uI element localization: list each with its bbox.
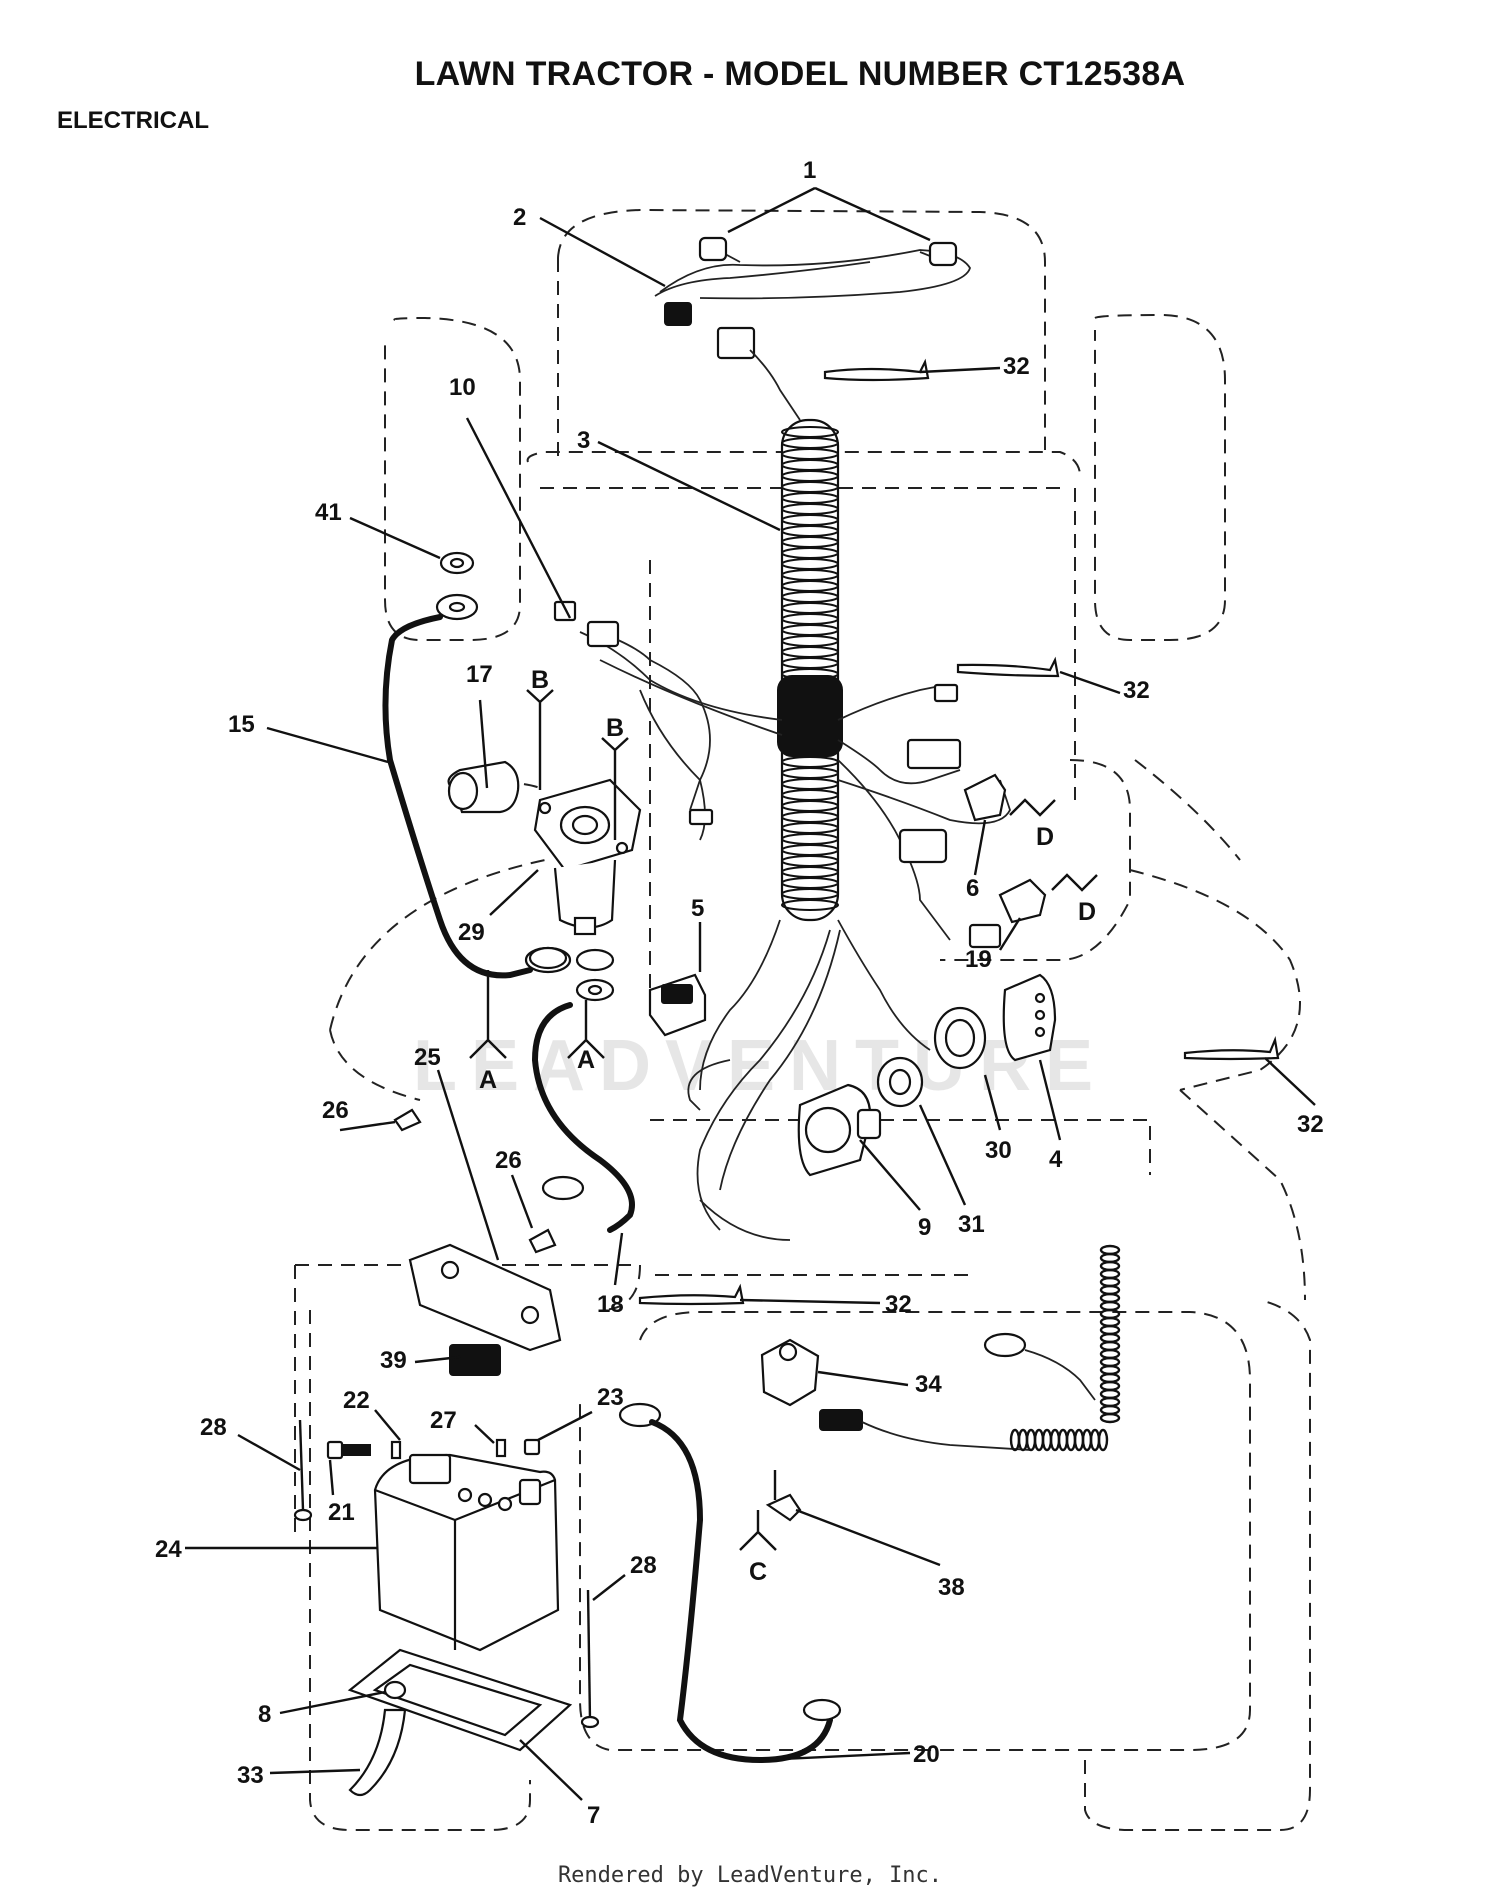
headlight-bulb-right <box>928 241 958 267</box>
callout-23: 23 <box>597 1384 624 1411</box>
callout-19: 19 <box>965 946 992 973</box>
callout-labels: 1 2 32 10 3 41 17 15 32 29 6 5 19 25 26 … <box>155 157 1324 1829</box>
wing-nut-26a <box>393 1108 422 1132</box>
drain-fitting <box>383 1680 407 1700</box>
harness-plug <box>716 326 756 360</box>
callout-26b: 26 <box>495 1147 522 1174</box>
callout-32b: 32 <box>1123 677 1150 704</box>
ref-b-1: B <box>531 666 549 694</box>
callout-32c: 32 <box>1297 1111 1324 1138</box>
cable-ring-terminal-18 <box>541 1175 585 1201</box>
harness-connector-c <box>688 808 714 826</box>
callout-24: 24 <box>155 1536 182 1563</box>
ref-d-2: D <box>1078 898 1096 926</box>
callout-26a: 26 <box>322 1097 349 1124</box>
drain-hose <box>348 1708 407 1797</box>
callout-4: 4 <box>1049 1146 1063 1173</box>
battery-assembly <box>293 1344 600 1797</box>
ignition-switch <box>797 1006 987 1177</box>
harness-connector-d <box>968 923 1002 949</box>
headlight-harness <box>654 236 971 360</box>
callout-38: 38 <box>938 1574 965 1601</box>
callout-33: 33 <box>237 1762 264 1789</box>
ref-c: C <box>749 1558 767 1586</box>
interlock-switch-19 <box>998 878 1047 924</box>
callout-6: 6 <box>966 875 979 902</box>
callout-30: 30 <box>985 1137 1012 1164</box>
callout-15: 15 <box>228 711 255 738</box>
harness-connector-e <box>898 828 948 864</box>
ref-a-1: A <box>479 1066 497 1094</box>
callout-20: 20 <box>913 1741 940 1768</box>
callout-32a: 32 <box>1003 353 1030 380</box>
seat-switch <box>760 1244 1121 1452</box>
ref-d-1: D <box>1036 823 1054 851</box>
page-title: LAWN TRACTOR - MODEL NUMBER CT12538A <box>414 55 1186 93</box>
harness-connector-b <box>933 683 959 703</box>
callout-34: 34 <box>915 1371 942 1398</box>
callout-27: 27 <box>430 1407 457 1434</box>
callout-3: 3 <box>577 427 590 454</box>
callout-32d: 32 <box>885 1291 912 1318</box>
callout-22: 22 <box>343 1387 370 1414</box>
battery-terminal-cover <box>449 1344 501 1376</box>
callout-8: 8 <box>258 1701 271 1728</box>
callout-29: 29 <box>458 919 485 946</box>
callout-7: 7 <box>587 1802 600 1829</box>
leader-lines <box>185 186 1316 1801</box>
battery-hold-down <box>393 1108 562 1352</box>
callout-28a: 28 <box>200 1414 227 1441</box>
callout-31: 31 <box>958 1211 985 1238</box>
callout-21: 21 <box>328 1499 355 1526</box>
harness-connector-a <box>906 738 962 770</box>
fuse-holder <box>553 600 711 811</box>
callout-25: 25 <box>414 1044 441 1071</box>
wing-nut-26b <box>528 1228 557 1254</box>
ground-clip <box>765 1470 802 1522</box>
section-heading: ELECTRICAL <box>57 107 209 134</box>
callout-28b: 28 <box>630 1552 657 1579</box>
headlight-bulb-left <box>698 236 728 262</box>
reference-letters: B B D D A A C <box>479 666 1096 1586</box>
callout-9: 9 <box>918 1214 931 1241</box>
callout-10: 10 <box>449 374 476 401</box>
harness-plug-dark <box>664 302 692 326</box>
ref-b-2: B <box>606 714 624 742</box>
starter-solenoid <box>447 760 642 1002</box>
callout-5: 5 <box>691 895 704 922</box>
callout-1: 1 <box>803 157 816 184</box>
main-wire-harness <box>579 349 1011 1241</box>
reference-markers <box>469 689 1098 1551</box>
footer-credit: Rendered by LeadVenture, Inc. <box>557 1863 943 1888</box>
positive-cable <box>531 1002 635 1233</box>
cable-ties <box>638 358 1280 1306</box>
switches <box>648 773 1057 1062</box>
callout-18: 18 <box>597 1291 624 1318</box>
callout-2: 2 <box>513 204 526 231</box>
callout-41: 41 <box>315 499 342 526</box>
callout-39: 39 <box>380 1347 407 1374</box>
ref-a-2: A <box>577 1046 595 1074</box>
callout-17: 17 <box>466 661 493 688</box>
tube-tape-band <box>777 675 843 757</box>
safety-module <box>1002 973 1057 1062</box>
interlock-switch-6 <box>963 773 1007 822</box>
